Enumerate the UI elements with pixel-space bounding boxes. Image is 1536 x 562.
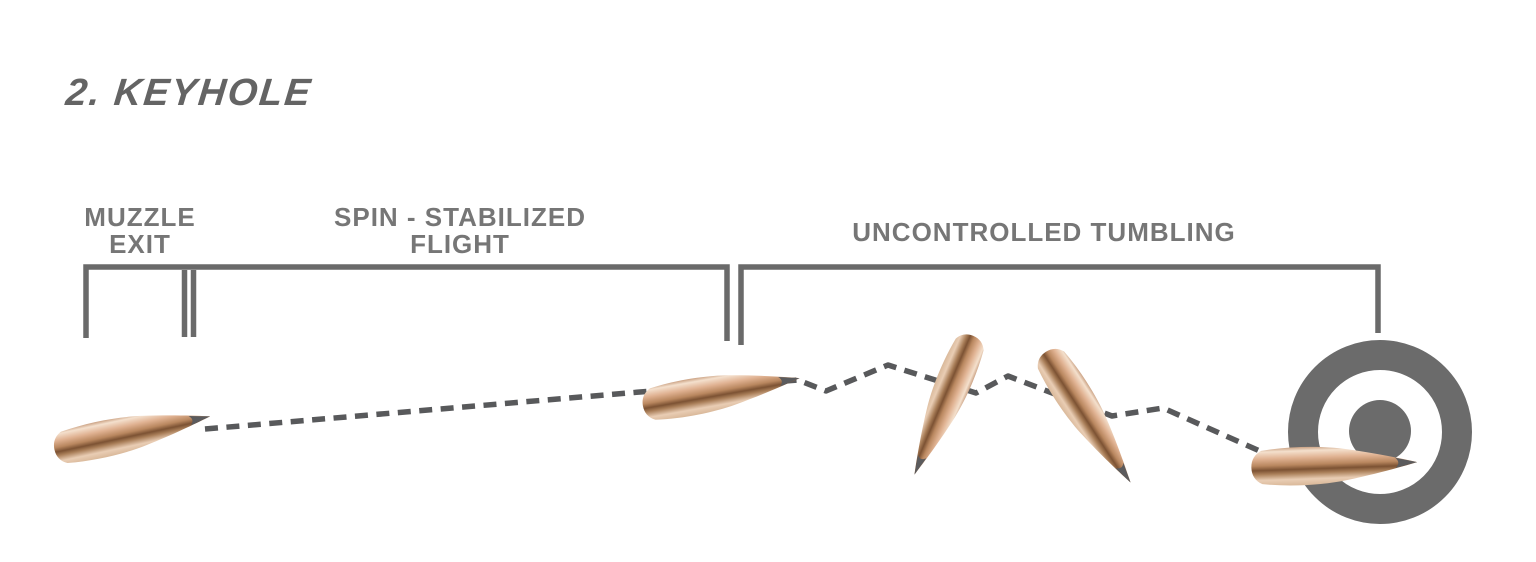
bullet-icon (1030, 342, 1146, 493)
bullet-icon (50, 398, 214, 468)
bracket-muzzle-and-spin (83, 264, 730, 341)
phase-label-uncontrolled-tumbling: UNCONTROLLED TUMBLING (852, 217, 1236, 247)
phase-label-spin-stabilized-flight: SPIN - STABILIZED FLIGHT (334, 202, 586, 259)
bullet-icon (639, 360, 803, 424)
target-icon (1288, 340, 1472, 524)
trajectory-dashed-line (204, 362, 1264, 455)
bullet-icon (898, 329, 990, 482)
phase-label-muzzle-exit: MUZZLE EXIT (84, 202, 196, 259)
bracket-uncontrolled-tumbling (738, 264, 1381, 345)
